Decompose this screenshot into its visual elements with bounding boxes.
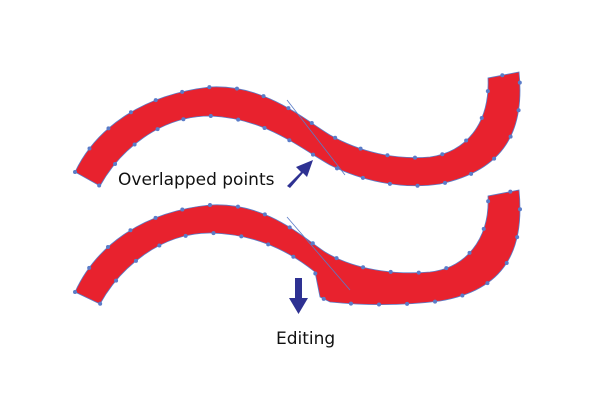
anchor-point[interactable] xyxy=(211,231,216,236)
anchor-point[interactable] xyxy=(73,170,77,174)
anchor-point[interactable] xyxy=(239,234,244,239)
anchor-point[interactable] xyxy=(132,142,137,147)
anchor-point[interactable] xyxy=(181,117,186,122)
anchor-point[interactable] xyxy=(113,161,118,166)
anchor-point[interactable] xyxy=(492,156,497,161)
anchor-point[interactable] xyxy=(500,73,505,78)
anchor-point[interactable] xyxy=(361,265,366,270)
anchor-point[interactable] xyxy=(180,207,185,212)
anchor-point[interactable] xyxy=(114,278,119,283)
anchor-point[interactable] xyxy=(261,94,266,99)
overlapped-points-label: Overlapped points xyxy=(118,170,275,190)
anchor-point[interactable] xyxy=(313,271,318,276)
anchor-point[interactable] xyxy=(234,86,239,91)
anchor-point[interactable] xyxy=(387,181,392,186)
anchor-point[interactable] xyxy=(508,134,513,139)
anchor-point[interactable] xyxy=(155,127,160,132)
arrow-down-icon xyxy=(289,278,308,314)
anchor-point[interactable] xyxy=(310,152,315,157)
anchor-point[interactable] xyxy=(486,199,491,204)
red-wave-path xyxy=(74,71,521,187)
anchor-point[interactable] xyxy=(515,235,520,240)
anchor-point[interactable] xyxy=(433,299,438,304)
anchor-point[interactable] xyxy=(517,80,522,85)
anchor-point[interactable] xyxy=(309,121,314,126)
anchor-point[interactable] xyxy=(388,269,393,274)
anchor-point[interactable] xyxy=(412,155,417,160)
anchor-point[interactable] xyxy=(310,241,315,246)
anchor-point[interactable] xyxy=(291,254,296,259)
anchor-point[interactable] xyxy=(321,296,326,301)
anchor-point[interactable] xyxy=(485,281,490,286)
anchor-point[interactable] xyxy=(516,108,521,113)
anchor-point[interactable] xyxy=(348,301,353,306)
anchor-point[interactable] xyxy=(236,117,241,122)
anchor-point[interactable] xyxy=(377,302,382,307)
editing-label: Editing xyxy=(276,329,336,349)
anchor-point[interactable] xyxy=(87,265,92,270)
anchor-point[interactable] xyxy=(334,166,339,171)
anchor-point[interactable] xyxy=(360,175,365,180)
anchor-point[interactable] xyxy=(479,115,484,120)
anchor-point[interactable] xyxy=(385,153,390,158)
anchor-point[interactable] xyxy=(467,250,472,255)
anchor-point[interactable] xyxy=(262,126,267,131)
stroke-shape-edited xyxy=(74,189,521,305)
anchor-point[interactable] xyxy=(153,98,158,103)
anchor-point[interactable] xyxy=(469,171,474,176)
anchor-point[interactable] xyxy=(286,106,291,111)
anchor-point[interactable] xyxy=(207,85,212,90)
anchor-point[interactable] xyxy=(442,180,447,185)
anchor-point[interactable] xyxy=(415,183,420,188)
anchor-point[interactable] xyxy=(153,215,158,220)
anchor-point[interactable] xyxy=(405,301,410,306)
anchor-point[interactable] xyxy=(105,245,110,250)
anchor-point[interactable] xyxy=(262,212,267,217)
anchor-point[interactable] xyxy=(128,110,133,115)
red-wave-path-edited xyxy=(74,189,521,305)
anchor-point[interactable] xyxy=(504,260,509,265)
anchor-point[interactable] xyxy=(133,258,138,263)
anchor-point[interactable] xyxy=(87,146,92,151)
anchor-point[interactable] xyxy=(208,114,213,119)
anchor-point[interactable] xyxy=(287,138,292,143)
anchor-point[interactable] xyxy=(235,204,240,209)
anchor-point[interactable] xyxy=(334,256,339,261)
anchor-point[interactable] xyxy=(416,270,421,275)
anchor-point[interactable] xyxy=(266,242,271,247)
bezier-handle[interactable] xyxy=(286,216,351,291)
anchor-point[interactable] xyxy=(106,126,111,131)
anchor-point[interactable] xyxy=(440,152,445,157)
anchor-point[interactable] xyxy=(460,293,465,298)
anchor-point[interactable] xyxy=(444,266,449,271)
anchor-point[interactable] xyxy=(180,89,185,94)
anchor-point[interactable] xyxy=(73,290,77,294)
anchor-point[interactable] xyxy=(518,207,523,212)
anchor-point[interactable] xyxy=(508,189,513,194)
anchor-point[interactable] xyxy=(98,301,103,306)
stroke-shape-original xyxy=(74,71,521,187)
anchor-point[interactable] xyxy=(481,226,486,231)
bezier-handle[interactable] xyxy=(286,99,346,176)
anchor-point[interactable] xyxy=(287,225,292,230)
anchor-point[interactable] xyxy=(485,89,490,94)
anchor-point[interactable] xyxy=(358,146,363,151)
anchor-point[interactable] xyxy=(207,203,212,208)
anchor-point[interactable] xyxy=(183,233,188,238)
anchor-point[interactable] xyxy=(97,183,102,188)
anchor-point[interactable] xyxy=(464,138,469,143)
anchor-point[interactable] xyxy=(333,135,338,140)
anchor-points xyxy=(73,73,523,307)
anchor-point[interactable] xyxy=(157,243,162,248)
anchor-point[interactable] xyxy=(128,228,133,233)
arrow-up-right-icon xyxy=(287,160,313,188)
